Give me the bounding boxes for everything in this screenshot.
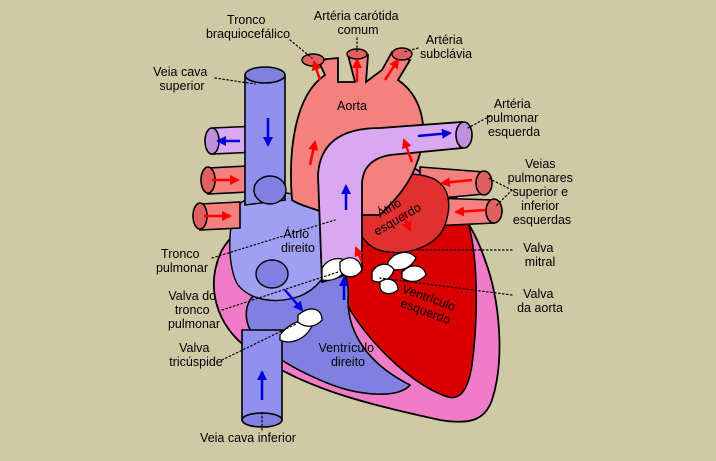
pulmonary-valve — [321, 257, 363, 282]
brachiocephalic-opening — [301, 53, 325, 67]
label-valva-mitral: Valva mitral — [523, 241, 557, 269]
label-veia-cava-inferior: Veia cava inferior — [200, 431, 296, 445]
label-atrio-direito: Átrio direito — [281, 226, 315, 255]
subclavian-opening — [391, 47, 413, 61]
leader-lines — [211, 37, 513, 431]
label-valva-tricuspide: Valva tricúspide — [169, 341, 223, 369]
tricuspid-valve — [279, 308, 323, 343]
flow-arrows — [204, 58, 487, 400]
label-valva-aorta: Valva da aorta — [517, 287, 563, 315]
label-arteria-carotida: Artéria carótida comum — [314, 9, 402, 37]
svc-opening — [253, 175, 287, 205]
label-veias-pulmonares: Veias pulmonares superior e inferior esq… — [508, 157, 577, 227]
aortic-valve — [371, 263, 399, 295]
ivc-opening — [255, 259, 289, 289]
label-ventriculo-direito: Ventrículo direito — [318, 341, 377, 369]
label-valva-tronco-pulmonar: Valva do tronco pulmonar — [168, 289, 220, 331]
left-pulmonary-artery-opening — [455, 121, 473, 149]
label-tronco-braquiocefalico: Tronco braquiocefálico — [206, 13, 290, 41]
label-arteria-pulmonar: Artéria pulmonar esquerda — [486, 97, 542, 139]
label-arteria-subclavia: Artéria subclávia — [420, 33, 472, 61]
label-tronco-pulmonar: Tronco pulmonar — [156, 247, 208, 275]
right-pulmonary-veins — [192, 165, 249, 231]
label-veia-cava-superior: Veia cava superior — [153, 65, 211, 93]
mitral-valve — [387, 251, 427, 283]
label-aorta: Aorta — [337, 99, 367, 113]
